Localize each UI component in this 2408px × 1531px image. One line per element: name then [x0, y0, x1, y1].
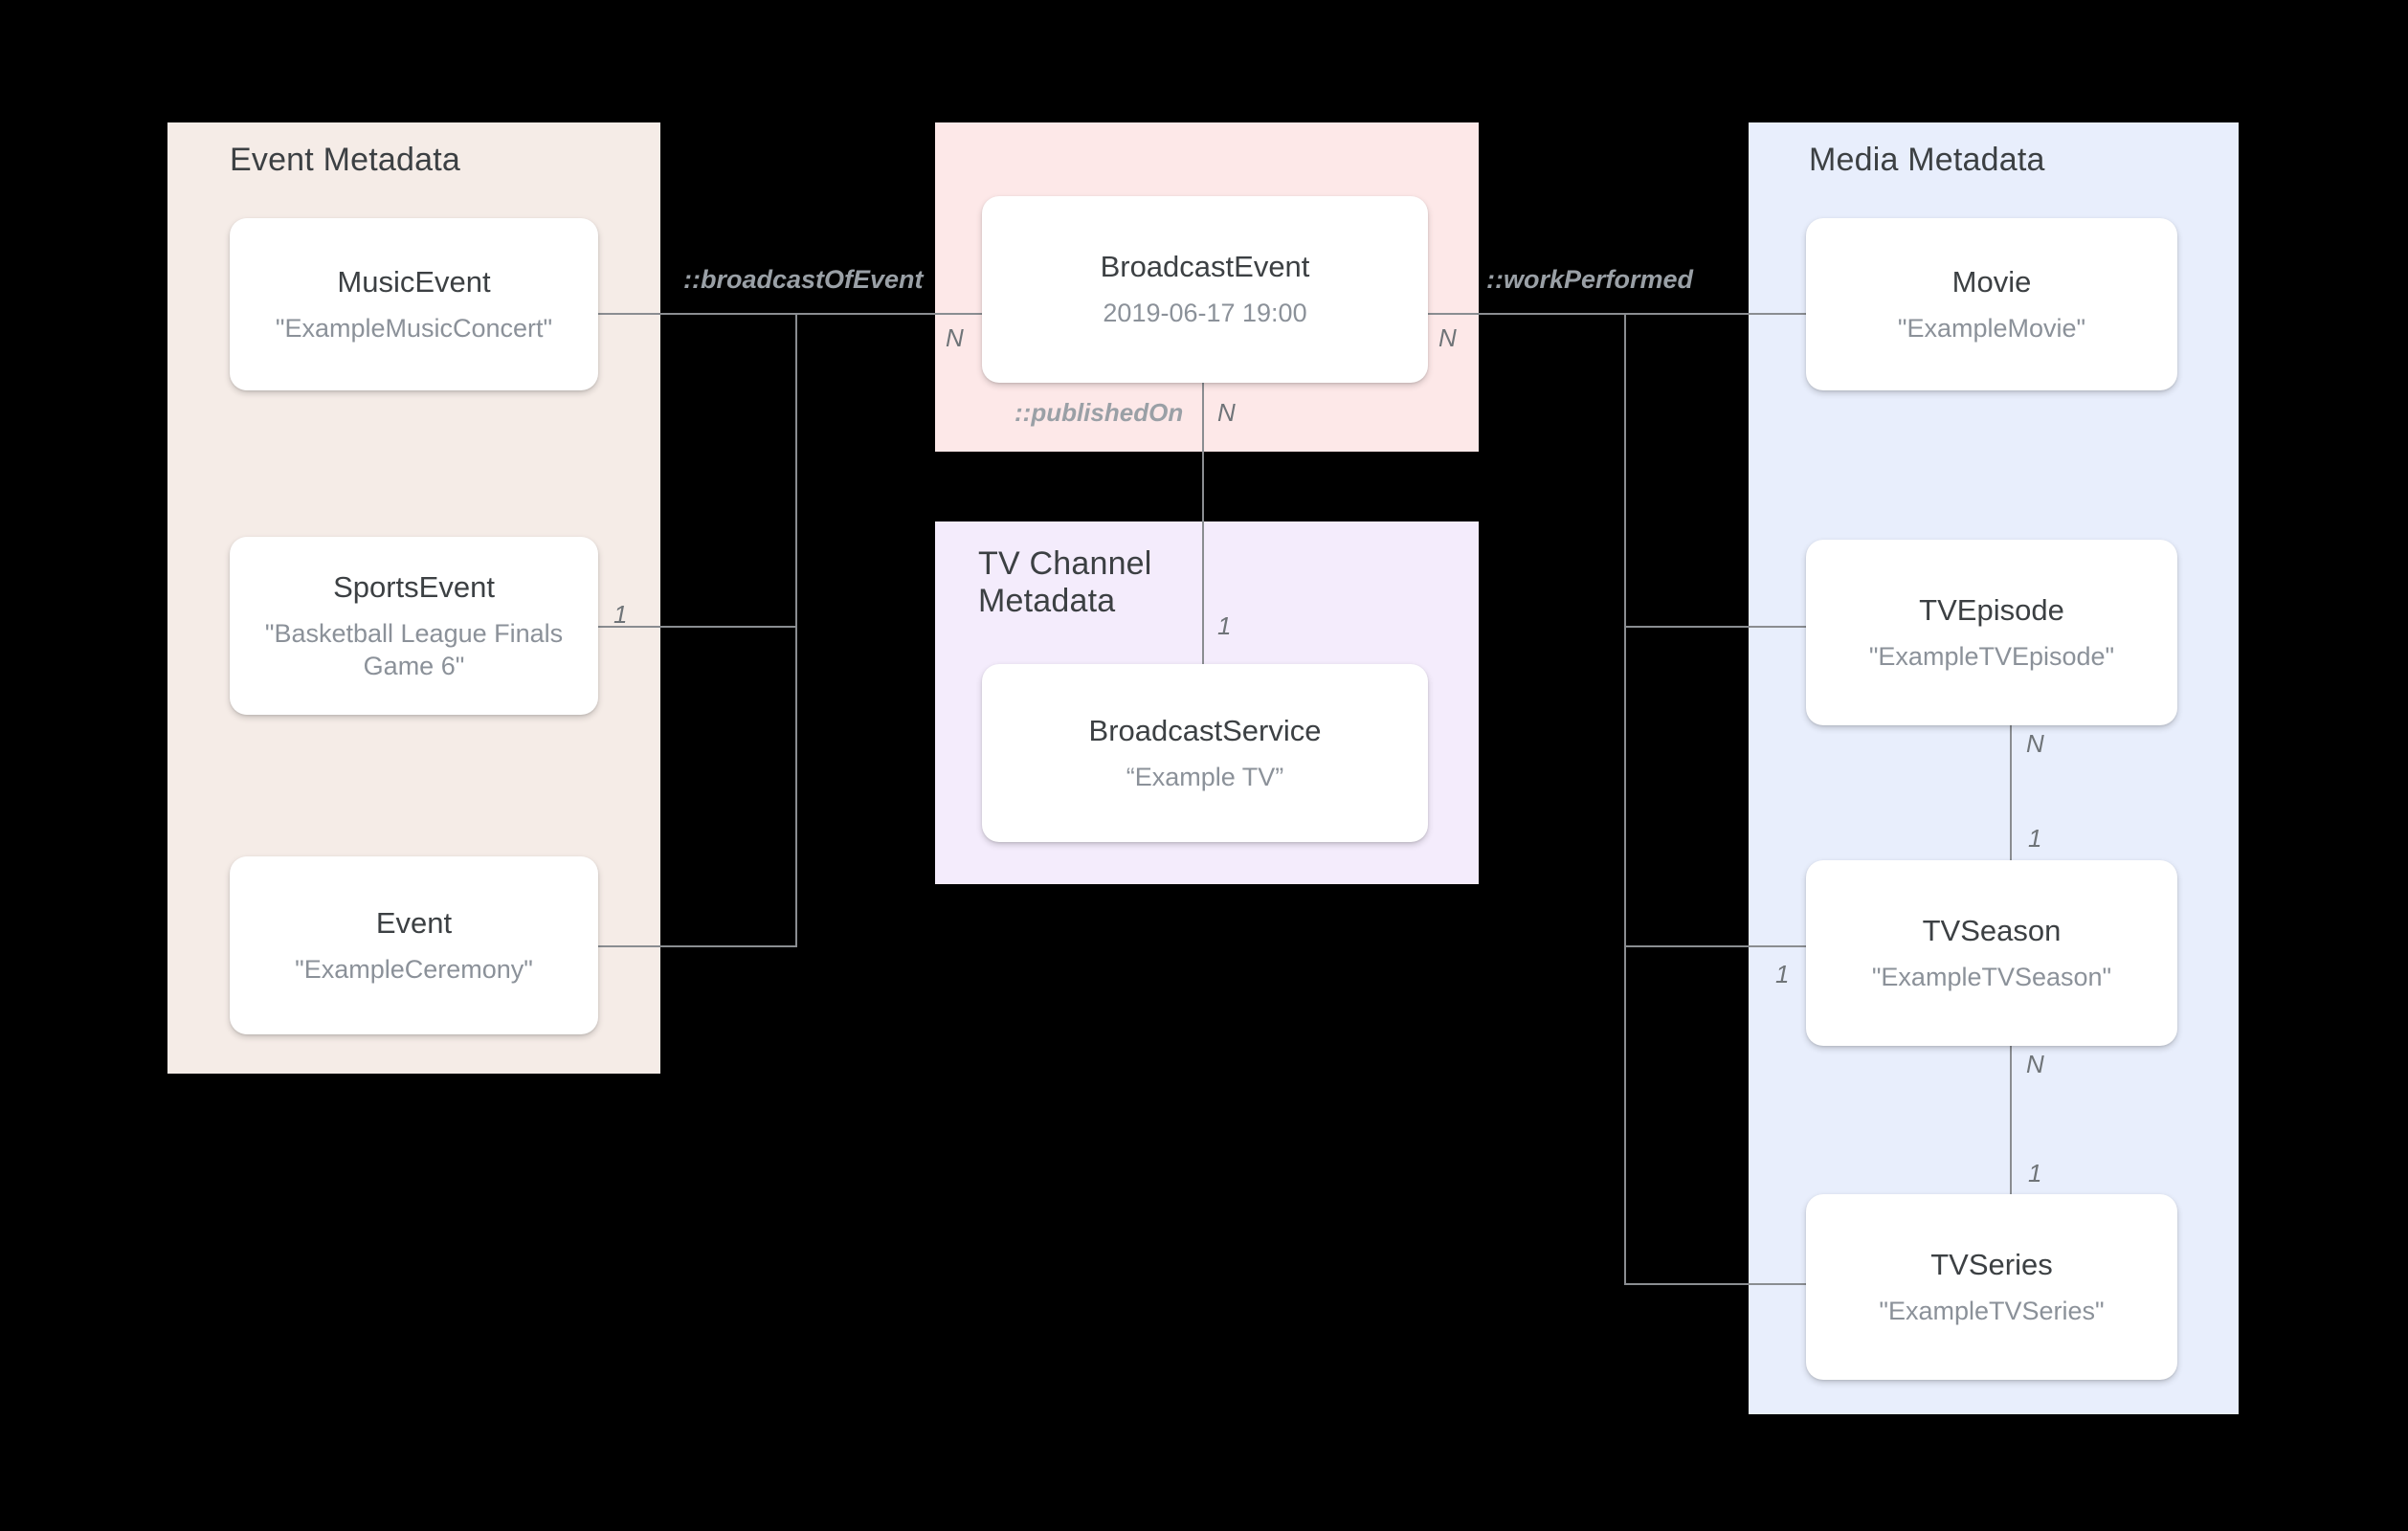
node-movie[interactable]: Movie "ExampleMovie" — [1806, 218, 2177, 390]
relation-label-broadcast-of-event: ::broadcastOfEvent — [683, 265, 924, 294]
cardinality-tv-season-n-down: N — [2026, 1050, 2044, 1078]
node-tv-series-title: TVSeries — [1930, 1247, 2053, 1281]
node-broadcast-service-title: BroadcastService — [1088, 713, 1322, 747]
node-music-event-value: "ExampleMusicConcert" — [275, 313, 553, 343]
node-event[interactable]: Event "ExampleCeremony" — [230, 856, 598, 1034]
connector-trunk-to-tvseries — [1624, 1283, 1806, 1285]
node-music-event[interactable]: MusicEvent "ExampleMusicConcert" — [230, 218, 598, 390]
node-tv-series-value: "ExampleTVSeries" — [1879, 1296, 2105, 1325]
connector-trunk-to-tvepisode — [1624, 626, 1806, 628]
connector-media-group-trunk — [1624, 313, 1626, 1284]
node-music-event-title: MusicEvent — [337, 264, 491, 299]
node-broadcast-event-title: BroadcastEvent — [1100, 250, 1310, 284]
connector-event-group-trunk — [795, 313, 797, 947]
node-tv-episode-title: TVEpisode — [1919, 592, 2064, 627]
node-movie-value: "ExampleMovie" — [1897, 313, 2086, 343]
node-broadcast-service[interactable]: BroadcastService “Example TV” — [982, 664, 1428, 842]
panel-event-metadata-title: Event Metadata — [230, 142, 460, 178]
node-event-title: Event — [375, 905, 453, 940]
cardinality-tv-episode-n: N — [2026, 729, 2044, 758]
cardinality-broadcast-left-n: N — [946, 323, 964, 352]
cardinality-tv-season-one-up: 1 — [2028, 824, 2042, 853]
node-broadcast-event-value: 2019-06-17 19:00 — [1103, 299, 1307, 328]
panel-media-metadata-title: Media Metadata — [1809, 142, 2045, 178]
connector-publishedon — [1202, 383, 1204, 664]
node-movie-title: Movie — [1951, 264, 2032, 299]
cardinality-tv-series-one: 1 — [2028, 1159, 2042, 1187]
connector-episode-to-season — [2010, 725, 2012, 867]
cardinality-broadcast-right-n: N — [1438, 323, 1457, 352]
relation-label-published-on: ::publishedOn — [1014, 398, 1184, 427]
node-sports-event-title: SportsEvent — [333, 569, 495, 604]
node-broadcast-event[interactable]: BroadcastEvent 2019-06-17 19:00 — [982, 196, 1428, 383]
connector-broadcastevent-to-media-trunk — [1423, 313, 1626, 315]
node-tv-season[interactable]: TVSeason "ExampleTVSeason" — [1806, 860, 2177, 1046]
connector-season-to-series — [2010, 1046, 2012, 1194]
connector-musicevent-to-trunk — [598, 313, 796, 315]
cardinality-broadcast-service-one: 1 — [1217, 611, 1232, 640]
cardinality-event-group-one: 1 — [613, 600, 628, 629]
relation-label-work-performed: ::workPerformed — [1486, 265, 1694, 294]
connector-event-to-trunk — [598, 945, 796, 947]
connector-trunk-to-movie — [1624, 313, 1806, 315]
node-sports-event[interactable]: SportsEvent "Basketball League Finals Ga… — [230, 537, 598, 715]
panel-tv-channel-metadata-title: TV Channel Metadata — [978, 545, 1152, 620]
connector-trunk-to-tvseason — [1624, 945, 1806, 947]
connector-sportsevent-to-trunk — [598, 626, 796, 628]
node-event-value: "ExampleCeremony" — [295, 954, 533, 984]
node-tv-episode[interactable]: TVEpisode "ExampleTVEpisode" — [1806, 540, 2177, 725]
cardinality-broadcast-bottom-n: N — [1217, 398, 1236, 427]
node-tv-episode-value: "ExampleTVEpisode" — [1868, 641, 2115, 671]
node-tv-season-value: "ExampleTVSeason" — [1871, 962, 2112, 991]
node-broadcast-service-value: “Example TV” — [1126, 762, 1284, 791]
node-sports-event-value: "Basketball League Finals Game 6" — [264, 618, 564, 680]
cardinality-tv-season-one-left: 1 — [1775, 960, 1790, 988]
connector-trunk-to-broadcastevent — [795, 313, 979, 315]
node-tv-series[interactable]: TVSeries "ExampleTVSeries" — [1806, 1194, 2177, 1380]
node-tv-season-title: TVSeason — [1922, 913, 2062, 947]
